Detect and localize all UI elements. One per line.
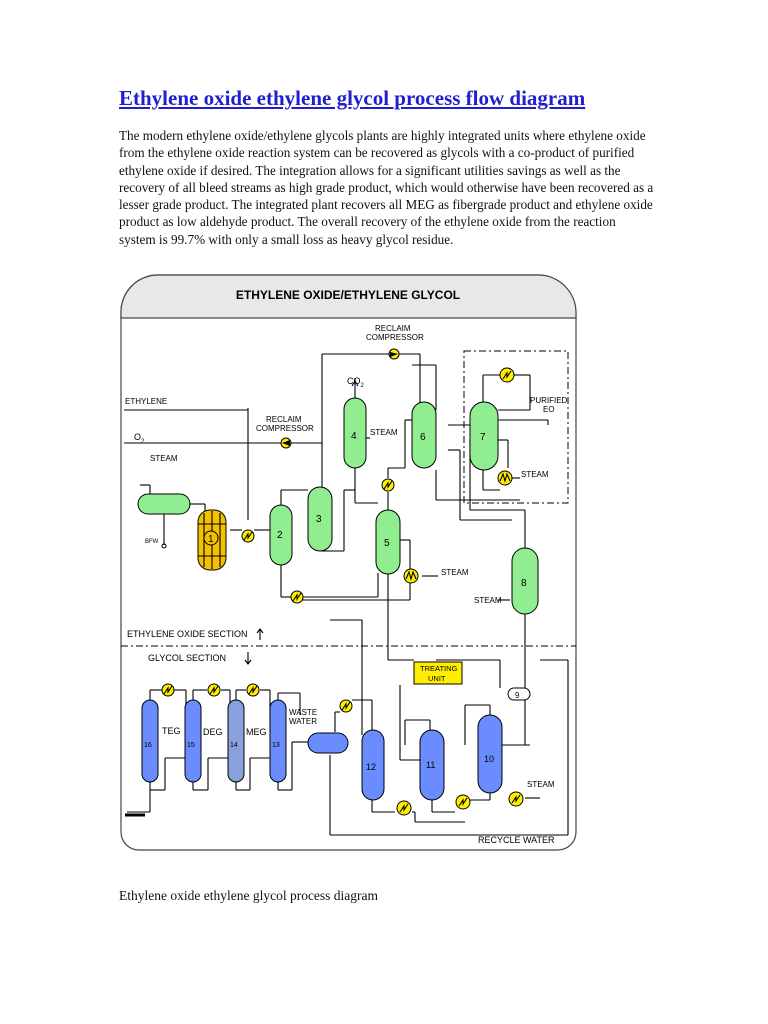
steam-boiler-label: STEAM [150,454,178,463]
column-15[interactable]: 15 [184,699,202,783]
heat-exchanger-col5-top[interactable] [381,478,395,492]
exchanger-col10[interactable] [508,791,524,807]
diagram-title-bar [120,274,577,319]
bfw-label: BFW [145,539,159,545]
teg-label: TEG [162,726,181,736]
ethylene-label: ETHYLENE [125,397,167,406]
column-16[interactable]: 16 [141,699,159,783]
column-3[interactable]: 3 [307,486,333,552]
unit-1-label: 1 [208,534,214,545]
unit-15-label: 15 [187,742,195,749]
o2-label: O2 [134,432,145,445]
column-6[interactable]: 6 [411,401,437,469]
compressor-label-mid: COMPRESSOR [256,424,314,433]
unit-4-label: 4 [351,431,357,442]
steam-col4-label: STEAM [370,428,398,437]
column-12[interactable]: 12 [361,729,385,801]
recycle-water-label: RECYCLE WATER [478,835,555,845]
condenser-flash[interactable] [339,699,353,713]
column-5[interactable]: 5 [375,509,401,575]
tank-9[interactable]: 9 [507,687,531,701]
unit-10-label: 10 [484,754,494,764]
unit-2-label: 2 [277,530,283,541]
steam-col5-label: STEAM [441,568,469,577]
unit-13-label: 13 [272,742,280,749]
exchanger-col11[interactable] [455,794,471,810]
flash-drum[interactable] [307,732,349,754]
reclaim-label-mid: RECLAIM [266,415,302,424]
unit-16-label: 16 [144,742,152,749]
unit-5-label: 5 [384,538,390,549]
steam-col7-label: STEAM [521,470,549,479]
purified-eo-boundary [463,350,569,504]
page-title[interactable]: Ethylene oxide ethylene glycol process f… [119,86,586,110]
unit-9-label: 9 [515,691,520,700]
co2-label: CO2 [347,376,365,389]
column-4[interactable]: 4 [343,397,367,469]
reactor-1[interactable]: 1 [197,509,227,571]
heat-exchanger-reactor[interactable] [241,529,255,543]
column-2[interactable]: 2 [269,504,293,566]
eo-section-arrow [256,628,264,640]
process-flow-diagram: ETHYLENE OXIDE/ETHYLENE GLYCOL ETHYLENE … [120,274,577,851]
purified-label: PURIFIED [530,396,568,405]
unit-8-label: 8 [521,578,527,589]
unit-3-label: 3 [316,514,322,525]
column-10[interactable]: 10 [477,714,503,794]
reboiler-col5[interactable] [403,568,419,584]
eo-section-label: ETHYLENE OXIDE SECTION [127,629,248,639]
column-14[interactable]: 14 [227,699,245,783]
intro-paragraph: The modern ethylene oxide/ethylene glyco… [119,128,654,247]
meg-label: MEG [246,727,267,737]
diagram-title: ETHYLENE OXIDE/ETHYLENE GLYCOL [236,288,460,302]
water-label: WATER [289,717,317,726]
reclaim-label-top: RECLAIM [375,324,411,333]
unit-label: UNIT [428,674,446,683]
steam-drum[interactable] [137,493,191,515]
heat-exchanger-col2[interactable] [290,590,304,604]
reboiler-col7[interactable] [497,470,513,486]
column-7[interactable]: 7 [469,401,499,471]
unit-14-label: 14 [230,742,238,749]
deg-label: DEG [203,727,223,737]
unit-6-label: 6 [420,432,426,443]
column-8[interactable]: 8 [511,547,539,615]
condenser-col14[interactable] [246,683,260,697]
treating-label: TREATING [420,664,458,673]
column-11[interactable]: 11 [419,729,445,801]
exchanger-col12[interactable] [396,800,412,816]
eo-process-lines [124,353,549,688]
eo-label: EO [543,405,555,414]
unit-12-label: 12 [366,762,376,772]
condenser-col15[interactable] [207,683,221,697]
co2-arrow [351,379,359,387]
compressor-label-top: COMPRESSOR [366,333,424,342]
condenser-col16[interactable] [161,683,175,697]
reclaim-compressor-mid[interactable] [280,437,292,449]
glycol-section-arrow [244,652,252,665]
heat-exchanger-col7-top[interactable] [499,367,515,383]
steam-col10-label: STEAM [527,780,555,789]
steam-col8-label: STEAM [474,596,502,605]
unit-7-label: 7 [480,432,486,443]
glycol-process-lines [127,619,569,836]
treating-unit[interactable]: TREATING UNIT [413,661,463,685]
column-13[interactable]: 13 [269,699,287,783]
waste-label: WASTE [289,708,317,717]
figure-caption: Ethylene oxide ethylene glycol process d… [119,888,379,903]
reclaim-compressor-top[interactable] [388,348,400,360]
glycol-section-label: GLYCOL SECTION [148,653,226,663]
unit-11-label: 11 [426,760,435,770]
